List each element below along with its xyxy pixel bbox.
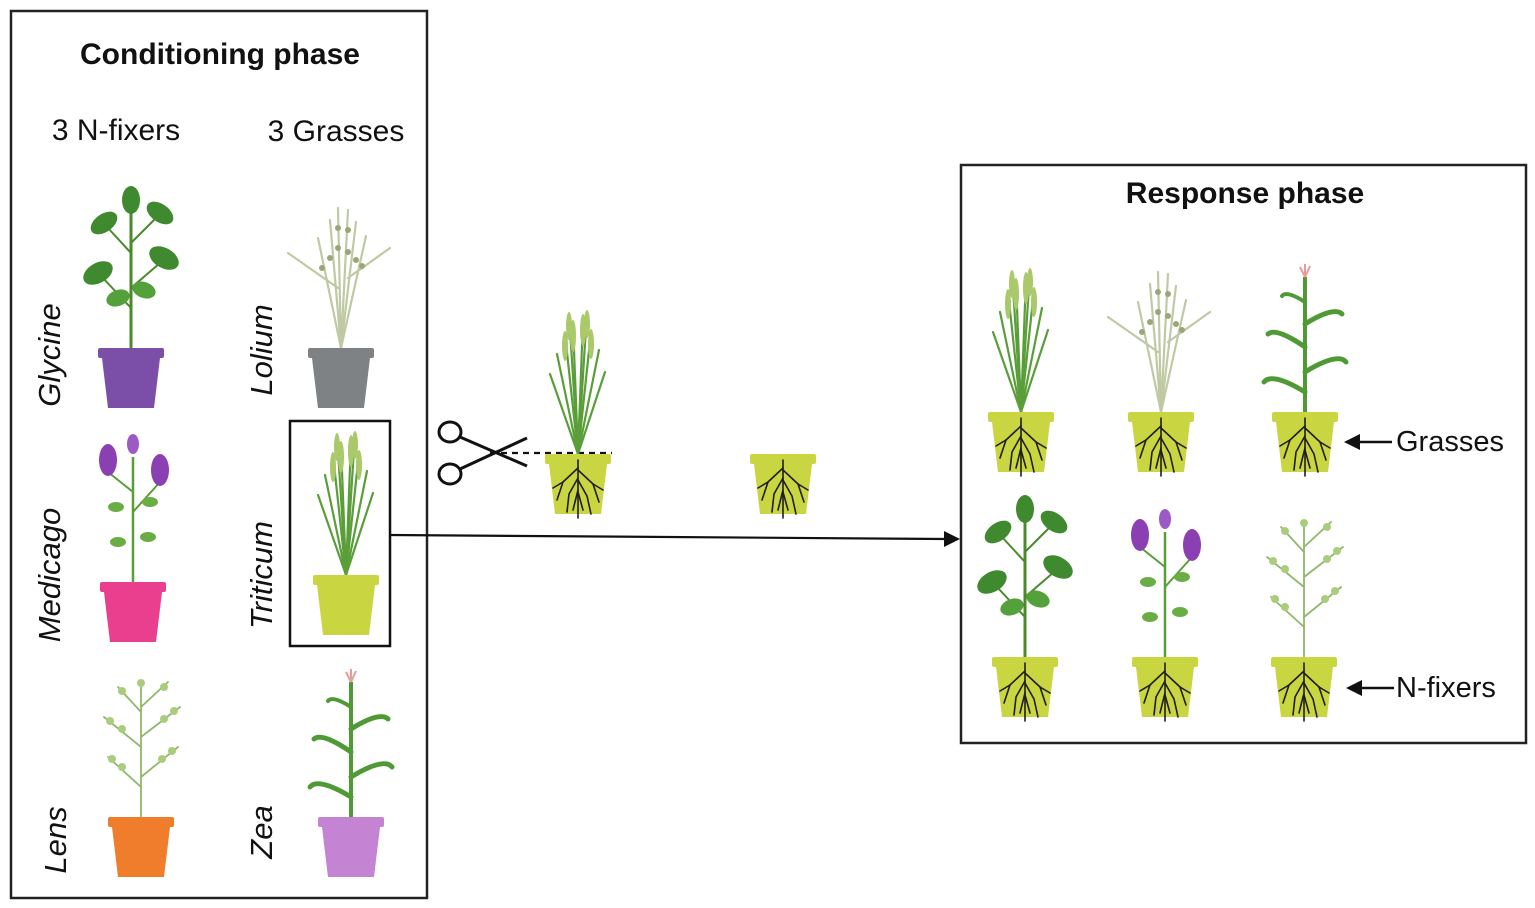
arrow-left-icon (1346, 680, 1394, 696)
response-nfixers-label: N-fixers (1396, 672, 1496, 704)
response-lolium (1106, 270, 1212, 477)
response-triticum (988, 268, 1054, 477)
glycine-plant (77, 184, 185, 408)
triticum-highlight-box (288, 419, 392, 648)
genus-label-zea: Zea (244, 805, 279, 859)
nfixers-group-label: 3 N-fixers (52, 114, 180, 147)
response-phase-title: Response phase (1126, 177, 1364, 210)
response-zea (1264, 264, 1346, 477)
response-grasses-label: Grasses (1396, 426, 1504, 458)
genus-label-glycine: Glycine (32, 303, 67, 406)
cut-wheat-plant (545, 310, 611, 519)
arrow-right-icon (389, 531, 960, 547)
zea-plant (310, 669, 392, 877)
lolium-plant (286, 206, 392, 408)
conditioning-phase-title: Conditioning phase (80, 38, 360, 71)
response-medicago (1129, 507, 1203, 722)
medicago-plant (97, 432, 171, 642)
arrow-left-icon (1344, 434, 1392, 450)
triticum-plant (313, 431, 379, 635)
conditioning-phase-box (9, 9, 429, 900)
conditioned-soil-pot (750, 454, 816, 519)
response-lens (1266, 519, 1344, 722)
response-phase-box (959, 163, 1528, 745)
lens-plant (103, 679, 181, 877)
genus-label-medicago: Medicago (32, 508, 67, 642)
genus-label-triticum: Triticum (244, 521, 279, 629)
genus-label-lens: Lens (38, 806, 73, 873)
genus-label-lolium: Lolium (244, 304, 279, 395)
grasses-group-label: 3 Grasses (268, 115, 405, 148)
response-glycine (971, 493, 1079, 722)
